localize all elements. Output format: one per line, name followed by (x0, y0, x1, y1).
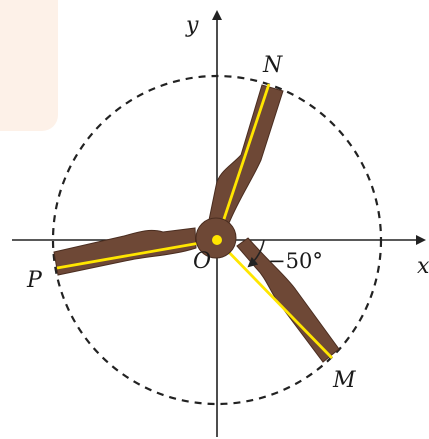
angle-arc (247, 239, 265, 268)
tip-label-m: M (332, 368, 356, 393)
tip-label-n: N (262, 53, 283, 78)
corner-panel (0, 0, 58, 131)
blade-p (53, 227, 218, 276)
angle-label: −50° (268, 249, 323, 273)
blade-m (215, 237, 340, 363)
y-axis-label: y (185, 13, 199, 38)
origin-label: O (193, 249, 211, 274)
x-axis-label: x (417, 254, 429, 279)
tip-label-p: P (26, 268, 43, 293)
hub-cap (212, 235, 222, 245)
blade-n (208, 83, 284, 241)
